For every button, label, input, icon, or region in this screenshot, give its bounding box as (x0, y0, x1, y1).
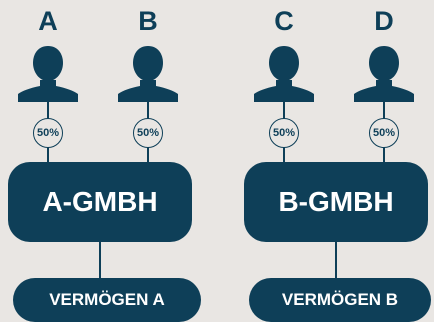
asset-vermoegen-b: VERMÖGEN B (249, 278, 431, 322)
share-badge-b: 50% (133, 118, 163, 148)
share-badge-a: 50% (33, 118, 63, 148)
company-a-gmbh: A-GMBH (8, 162, 192, 242)
share-badge-c: 50% (269, 118, 299, 148)
asset-vermoegen-a: VERMÖGEN A (13, 278, 201, 322)
connector-a-gmbh-asset (99, 242, 101, 278)
person-icon (18, 46, 78, 102)
connector-b-gmbh-asset (335, 242, 337, 278)
company-b-gmbh: B-GMBH (244, 162, 428, 242)
person-icon (254, 46, 314, 102)
person-icon (118, 46, 178, 102)
share-badge-d: 50% (369, 118, 399, 148)
shareholder-b-label: B (138, 6, 158, 36)
shareholder-d-label: D (374, 6, 394, 36)
person-icon (354, 46, 414, 102)
shareholder-a-label: A (38, 6, 58, 36)
shareholder-c-label: C (274, 6, 294, 36)
